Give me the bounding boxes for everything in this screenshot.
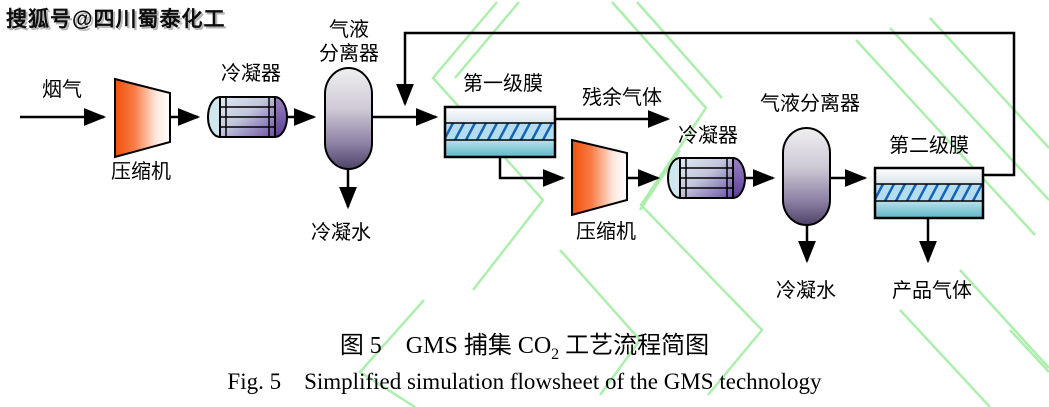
caption-chinese-suffix: 工艺流程简图 [559,333,710,359]
compressor-2-label: 压缩机 [576,220,636,243]
compressor-1-shape [114,77,171,159]
condenser-2-label: 冷凝器 [678,124,738,147]
separator-2-shape [782,127,831,226]
flue-gas-label: 烟气 [42,78,82,101]
separator-1-label-line2: 分离器 [319,42,379,65]
condenser-1-shape [207,96,288,138]
membrane-2-label: 第二级膜 [889,134,969,157]
caption-chinese: 图 5 GMS 捕集 CO2 工艺流程简图 [0,325,1049,364]
brand-watermark-text: 搜狐号@四川蜀泰化工 [6,8,226,31]
membrane-1-label: 第一级膜 [463,72,543,95]
residual-gas-label: 残余气体 [582,86,662,109]
caption-chinese-prefix: 图 5 GMS 捕集 CO [339,333,552,359]
caption-english: Fig. 5 Simplified simulation flowsheet o… [227,369,822,394]
permeate-1-line [498,157,566,187]
separator-1-shape [324,67,373,170]
separator-2-label: 气液分离器 [760,92,860,115]
condensate-1-label: 冷凝水 [311,221,371,244]
caption-chinese-subscript: 2 [551,345,560,363]
condensate-2-label: 冷凝水 [776,279,836,302]
recycle-line [396,31,1016,177]
condenser-1-label: 冷凝器 [221,62,281,85]
membrane-2-shape [873,166,985,220]
separator-1-label-line1: 气液 [329,18,369,41]
compressor-1-label: 压缩机 [111,160,171,183]
membrane-1-shape [443,105,557,159]
product-gas-label: 产品气体 [892,279,972,302]
compressor-2-shape [571,138,628,217]
condenser-2-shape [667,157,746,199]
